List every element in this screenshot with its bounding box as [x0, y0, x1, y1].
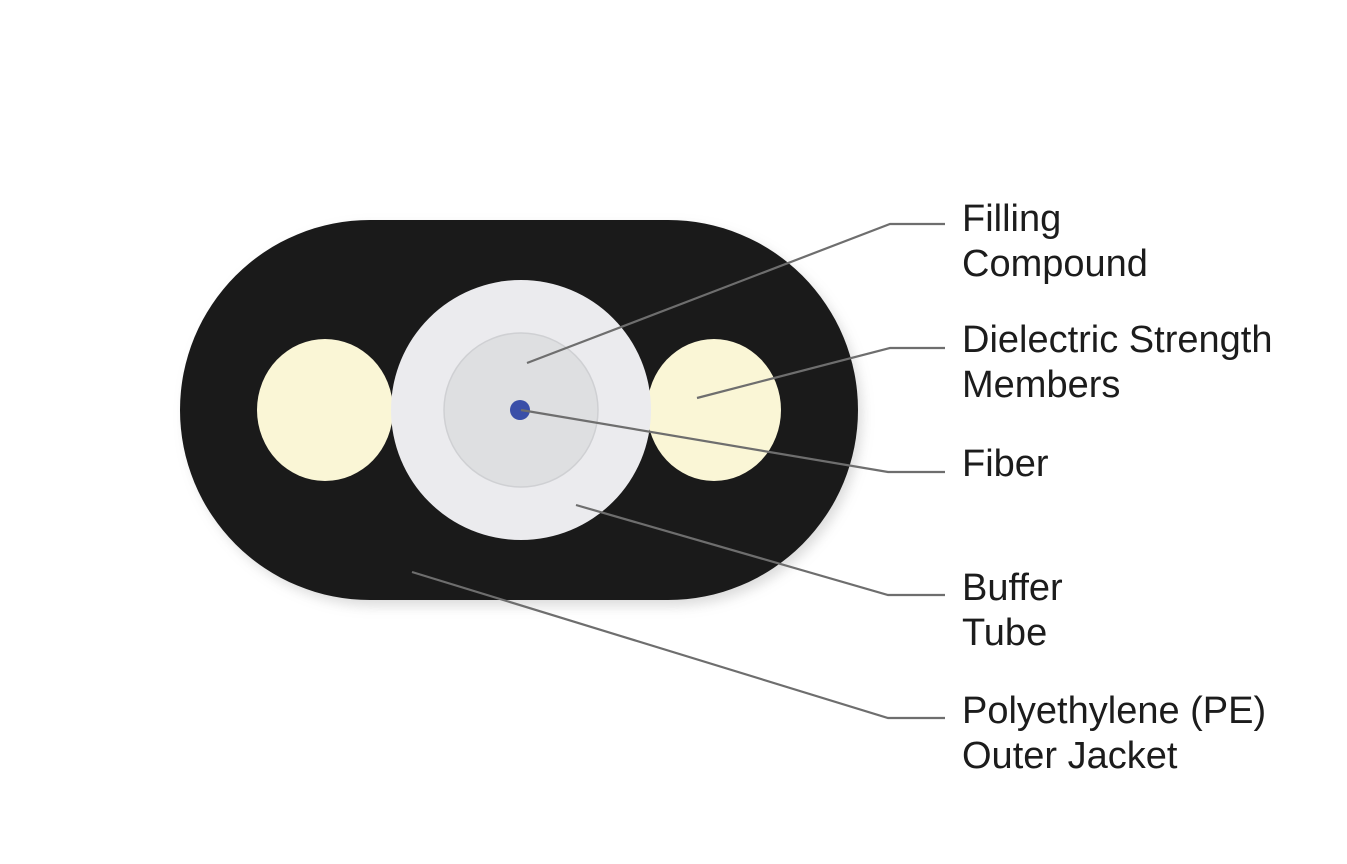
strength-members-label: Dielectric Strength Members: [962, 318, 1272, 408]
buffer-tube-leader-line: [575, 503, 945, 597]
fiber-label: Fiber: [962, 442, 1049, 487]
filling-compound-label-line1: Filling: [962, 198, 1062, 240]
buffer-tube-label: Buffer Tube: [962, 566, 1063, 656]
filling-compound-label-line2: Compound: [962, 243, 1148, 285]
strength-members-label-line1: Dielectric Strength: [962, 319, 1273, 361]
outer-jacket-leader-line: [411, 570, 945, 720]
buffer-tube-label-line1: Buffer: [962, 567, 1063, 609]
strength-member-right: [647, 339, 781, 481]
filling-compound-label: Filling Compound: [962, 197, 1148, 287]
fiber-leader-line: [520, 408, 945, 474]
strength-members-leader-line: [696, 346, 945, 400]
strength-member-left: [257, 339, 393, 481]
outer-jacket-label-line2: Outer Jacket: [962, 735, 1178, 777]
fiber-shape: [510, 400, 530, 420]
outer-jacket-label: Polyethylene (PE) Outer Jacket: [962, 689, 1266, 779]
buffer-tube-label-line2: Tube: [962, 612, 1048, 654]
fiber-label-line1: Fiber: [962, 443, 1049, 485]
filling-compound-leader-line: [526, 222, 945, 365]
strength-members-label-line2: Members: [962, 364, 1121, 406]
outer-jacket-label-line1: Polyethylene (PE): [962, 690, 1267, 732]
